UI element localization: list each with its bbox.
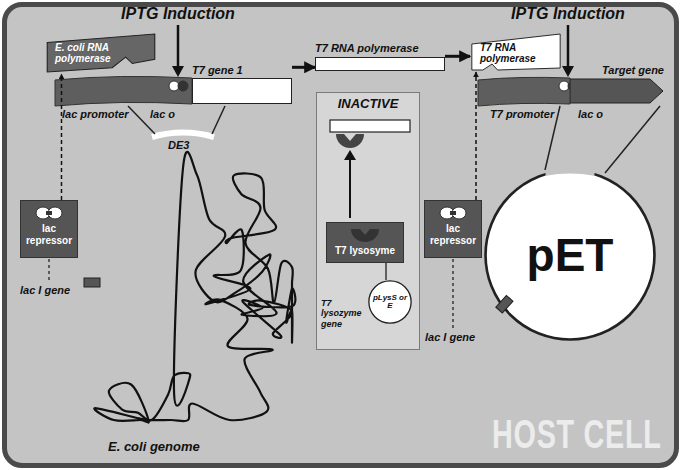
inactive-ground: [316, 92, 420, 350]
flow-arrow: [292, 66, 315, 69]
t7-promoter-band: [478, 77, 570, 106]
t7-polymerase: T7 RNA polymerase: [470, 32, 562, 72]
repressor-icon: [32, 205, 66, 221]
panel-ground: [4, 4, 677, 466]
lac-repressor: lac repressor: [20, 200, 78, 258]
genome-strand: [94, 152, 295, 423]
gene-label: T7 RNA polymerase: [315, 42, 445, 55]
gene-band: [570, 78, 664, 104]
repressor-icon: [436, 205, 470, 221]
gene-band: [570, 78, 664, 104]
t7-polymerase: T7 RNA polymerase: [315, 42, 445, 71]
expression-line: [48, 259, 49, 281]
induction-arrow: [172, 66, 184, 77]
lac-promoter-band: [55, 76, 192, 106]
binding-arrow: [349, 158, 351, 218]
pet-plasmid: pET: [482, 167, 658, 343]
prophage-label: DE3: [168, 139, 189, 152]
repressor-label: lac repressor: [428, 223, 478, 246]
bound-lysozyme: [336, 134, 364, 148]
inactive-heading: INACTIVE: [317, 96, 419, 111]
promoter-label: T7 promoter: [490, 108, 554, 121]
gene-label: T7 lysozyme gene: [321, 298, 367, 329]
induction-label: IPTG Induction: [510, 5, 626, 23]
lysozyme-label: T7 lysosyme: [330, 245, 400, 257]
induction-arrow: [177, 25, 180, 68]
operator-label: lac o: [150, 108, 175, 121]
gene-label: lac I gene: [20, 284, 70, 297]
zoom-line: [212, 106, 225, 134]
induction-arrow: [567, 25, 570, 68]
gene-label: lac I gene: [425, 331, 475, 344]
zoom-line: [605, 106, 660, 173]
gene-band: [192, 78, 292, 104]
operator-label: lac o: [578, 108, 603, 121]
plysS-plasmid: pLysS or E: [368, 280, 412, 324]
promoter-label: lac promoter: [62, 108, 129, 121]
inactive-polymerase: [330, 120, 410, 132]
binding-arrow: [344, 150, 356, 160]
gene-band: [315, 57, 445, 71]
gene-label: Target gene: [570, 64, 664, 77]
regulation-line: [475, 72, 477, 200]
lac-operator: [178, 81, 188, 91]
t7-gene: T7 gene 1: [192, 64, 292, 104]
induction-label: IPTG Induction: [120, 5, 236, 23]
lysozyme-icon: [348, 227, 382, 243]
gene-label: T7 gene 1: [192, 64, 292, 77]
host-cell-label: HOST CELL: [492, 412, 662, 457]
plasmid-name: pET: [527, 231, 614, 279]
target-gene: Target gene: [570, 64, 664, 104]
genome-label: E. coli genome: [108, 440, 200, 455]
lac-repressor: lac repressor: [424, 200, 482, 258]
expression-line: [452, 259, 453, 328]
plasmid-label: pLysS or E: [372, 294, 408, 311]
flow-arrow: [445, 55, 470, 58]
polymerase-label: E. coli RNA polymerase: [55, 42, 125, 64]
flow-arrow: [385, 263, 386, 281]
de3-segment: [152, 133, 214, 138]
polymerase-label: T7 RNA polymerase: [480, 42, 550, 64]
induction-arrow: [562, 66, 574, 77]
genome: [94, 152, 295, 423]
lysozyme-box: T7 lysosyme: [326, 222, 404, 263]
regulation-line: [61, 74, 63, 200]
repressor-label: lac repressor: [24, 223, 74, 246]
ecoli-polymerase: E. coli RNA polymerase: [45, 32, 157, 74]
laci-gene-mark: [84, 278, 100, 287]
